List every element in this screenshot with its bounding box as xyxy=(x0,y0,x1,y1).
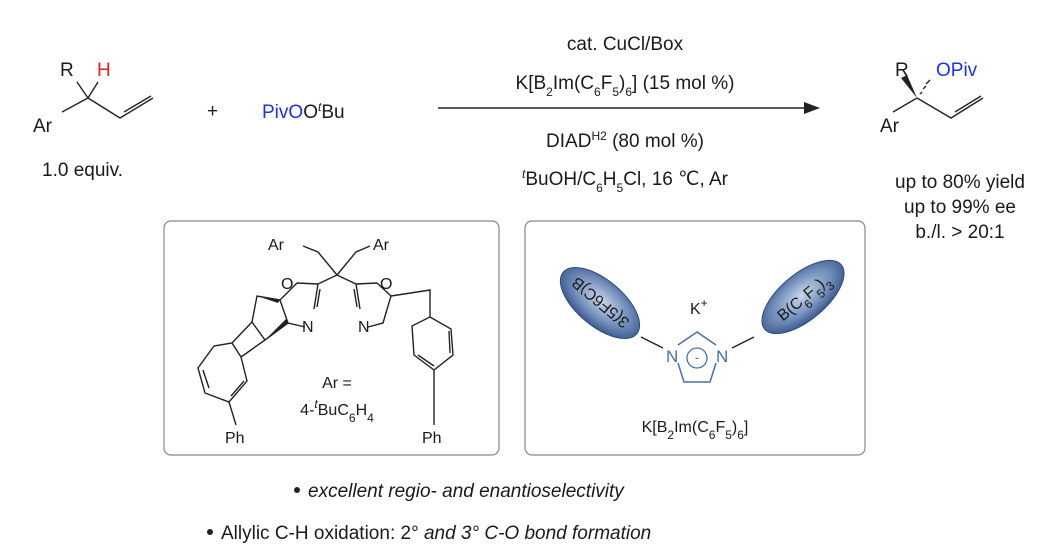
ligand-o-left: O xyxy=(281,276,293,293)
bullet-oxidation: Allylic C-H oxidation: 2° and 3° C-O bon… xyxy=(221,523,651,544)
substrate-structure: R H Ar 1.0 equiv. xyxy=(33,60,154,181)
borate-caption: K[B2Im(C6F5)6] xyxy=(642,419,749,442)
left-borane-ellipse: 3(5F6C)B xyxy=(559,266,641,340)
condition-solvent: tBuOH/C6H5Cl, 16 ℃, Ar xyxy=(522,167,729,195)
plus-sign: + xyxy=(207,101,218,122)
ligand-ar-definition: Ar = xyxy=(322,375,352,392)
ligand-ar-right: Ar xyxy=(373,237,390,254)
ligand-ar-formula: 4-tBuC6H4 xyxy=(300,397,374,425)
result-ee: up to 99% ee xyxy=(904,197,1016,218)
ligand-box: Ar Ar O O N N Ar = 4-tBuC6H4 Ph Ph xyxy=(163,220,500,456)
imidazole-n-right: N xyxy=(716,347,728,366)
potassium-cation: K+ xyxy=(690,296,708,318)
imidazole-ring xyxy=(677,331,717,383)
bullet-icon xyxy=(207,529,213,535)
ligand-ph-left: Ph xyxy=(225,430,245,447)
product-r-label: R xyxy=(895,60,909,81)
product-ar-label: Ar xyxy=(880,116,900,137)
reaction-arrow xyxy=(438,102,820,114)
substrate-ar-label: Ar xyxy=(33,116,53,137)
substrate-r-label: R xyxy=(60,60,74,81)
condition-additive: K[B2Im(C6F5)6] (15 mol %) xyxy=(516,73,735,99)
ligand-ar-left: Ar xyxy=(268,237,285,254)
ligand-ph-right: Ph xyxy=(422,430,442,447)
result-regioselectivity: b./l. > 20:1 xyxy=(915,222,1004,243)
ligand-n-right: N xyxy=(358,319,370,336)
bullet-icon xyxy=(294,487,300,493)
condition-catalyst: cat. CuCl/Box xyxy=(567,34,684,55)
bullet-selectivity: excellent regio- and enantioselectivity xyxy=(308,481,625,502)
charge-circle xyxy=(686,347,708,369)
imidazole-n-left: N xyxy=(666,347,678,366)
condition-diad: DIADH2 (80 mol %) xyxy=(546,129,704,152)
product-structure: R OPiv Ar xyxy=(880,60,984,137)
borate-box: 3(5F6C)B B(C6F5)3 - N N K+ K[B2Im(C6F5)6… xyxy=(524,220,866,456)
negative-charge: - xyxy=(695,350,699,365)
right-borane-ellipse: B(C6F5)3 xyxy=(761,259,845,335)
reagent-label: PivOOtBu xyxy=(262,100,345,123)
product-opiv-label: OPiv xyxy=(936,60,978,81)
result-yield: up to 80% yield xyxy=(895,172,1025,193)
ligand-o-right: O xyxy=(380,276,392,293)
ligand-n-left: N xyxy=(302,319,314,336)
substrate-h-label: H xyxy=(97,60,111,81)
substrate-equiv: 1.0 equiv. xyxy=(42,160,123,181)
